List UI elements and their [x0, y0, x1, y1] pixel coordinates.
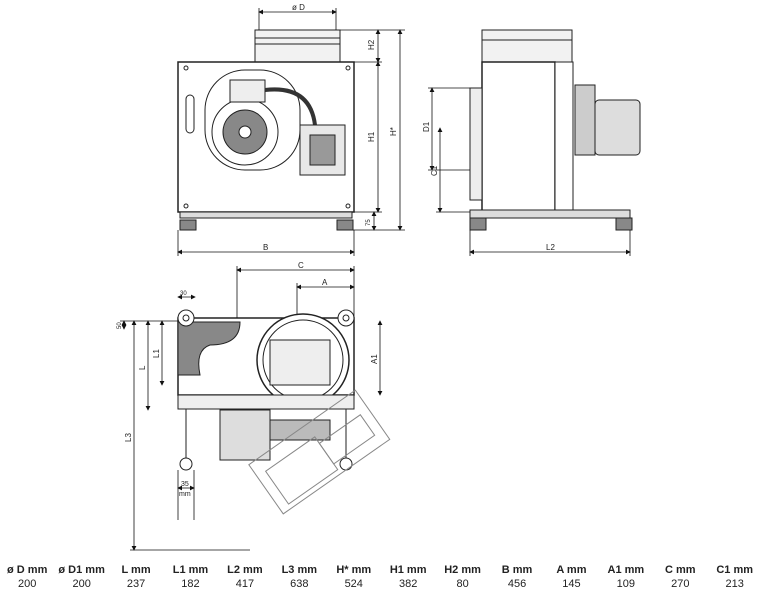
dim-od: ø D — [292, 3, 305, 12]
dim-l3: L3 — [124, 433, 133, 442]
plan-view — [177, 309, 391, 515]
dim-l1: L1 — [152, 349, 161, 358]
dim-30: 30 — [180, 291, 187, 297]
technical-drawing: ø D H2 H1 H* 75 B D1 C1 L2 C A 30 50 A1 … — [117, 3, 641, 551]
dim-50: 50 — [117, 322, 123, 329]
side-view — [469, 29, 641, 231]
dim-a1: A1 — [370, 354, 379, 364]
dim-35: 35 — [181, 481, 189, 488]
dim-d1: D1 — [422, 121, 431, 132]
dim-l2: L2 — [546, 243, 555, 252]
dim-h2: H2 — [367, 39, 376, 50]
dim-hstar: H* — [389, 127, 398, 136]
dim-l: L — [138, 365, 147, 370]
front-view — [177, 29, 355, 231]
dim-h1: H1 — [367, 131, 376, 142]
dim-75: 75 — [366, 219, 372, 226]
dim-c: C — [298, 261, 304, 270]
dim-35-unit: mm — [179, 491, 191, 498]
dim-c1: C1 — [430, 165, 439, 176]
dimension-lines — [120, 8, 631, 551]
dim-b: B — [263, 243, 268, 252]
dim-a: A — [322, 278, 328, 287]
